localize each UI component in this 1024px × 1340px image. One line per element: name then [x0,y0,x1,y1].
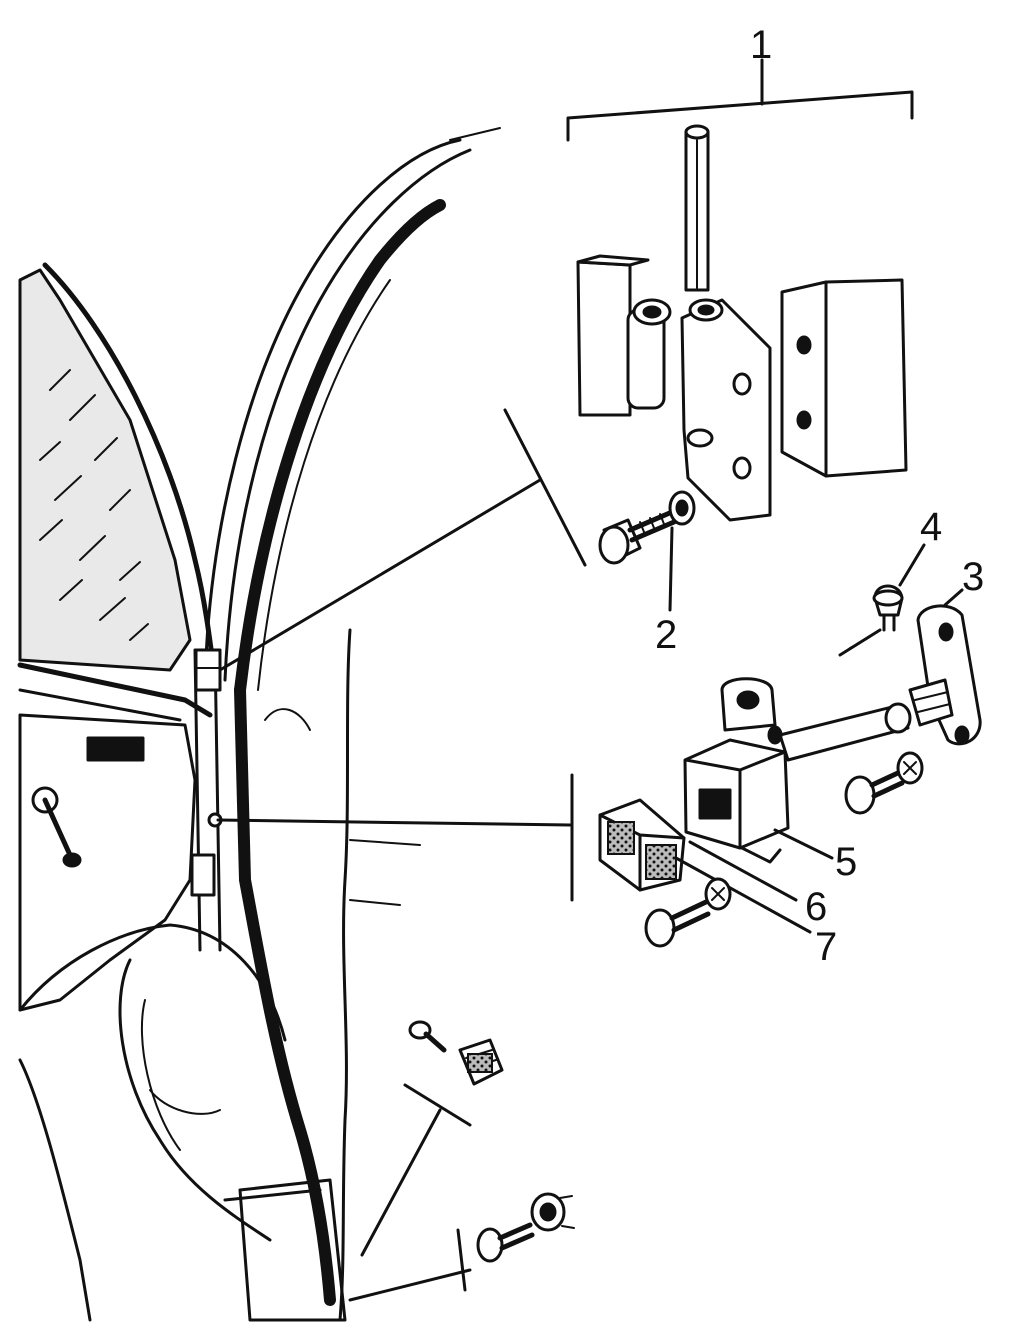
door-opening-edge [338,628,352,1322]
sill-panel [238,1178,347,1322]
check-strap-bolt-door [644,877,732,948]
door-seal [234,199,446,696]
callout-labels: 1 2 3 4 5 6 7 [655,23,984,969]
check-strap-arm [778,702,912,762]
hinge-pillar [193,648,222,952]
leader-lines [216,408,587,1302]
upper-hinge-mount [194,648,222,692]
callout-1: 1 [750,23,772,67]
check-strap-bolt-body [844,751,924,815]
hinge-kit-bracket [566,90,914,142]
check-strap-bracket [908,604,982,746]
check-strap-pin [838,584,904,657]
belt-line [17,662,213,718]
callout-7: 7 [815,925,837,969]
lower-hinge-mount [190,853,216,897]
callout-6: 6 [805,885,827,929]
glass-reflection-marks [39,369,149,641]
vehicle-body [17,127,501,1322]
lower-screw-nut [476,1192,575,1263]
hinge-bolt [598,509,677,565]
hinge-leaf-door [576,254,672,417]
door-trim-panel [18,713,197,1012]
hinge-pin [684,124,710,292]
wheel-arch [18,923,287,1042]
callout-4: 4 [920,505,942,549]
hinge-leaf-plate [680,298,772,522]
hinge-assembly [566,58,914,522]
callout-3: 3 [962,555,984,599]
callout-2: 2 [655,613,677,657]
window-glass [18,268,192,672]
callout-5: 5 [835,840,857,884]
check-strap-housing [683,677,790,864]
check-strap-rubber-block [598,798,686,892]
hinge-leaf-body [780,278,908,478]
roof-pillar [203,138,462,682]
hinge-washer [668,490,696,526]
lower-clip-fastener [408,1020,504,1086]
window-crank-handle [31,786,82,868]
door-pull-recess [86,736,145,762]
